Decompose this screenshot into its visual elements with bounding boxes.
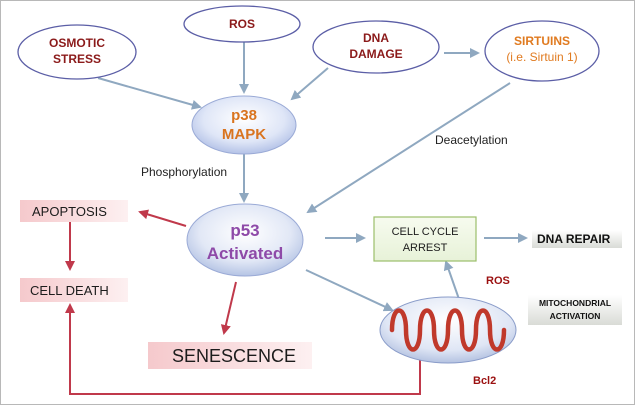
node-ros-top: ROS	[183, 5, 301, 43]
arrow-p53-to-senescence	[220, 281, 237, 335]
node-sirtuins: SIRTUINS (i.e. Sirtuin 1)	[484, 20, 600, 82]
cell-death-label: CELL DEATH	[30, 283, 109, 298]
node-p38-mapk: p38 MAPK	[191, 95, 297, 155]
cell-cycle-arrest-line-2: ARREST	[403, 242, 448, 254]
p38-line-2: MAPK	[222, 126, 266, 143]
p38-line-1: p38	[231, 107, 257, 124]
arrow-p53-to-mitochondria	[305, 269, 394, 312]
p53-line-2: Activated	[207, 244, 284, 263]
connectors	[65, 42, 528, 395]
mito-activation-line-2: ACTIVATION	[550, 311, 601, 321]
node-osmotic-stress: OSMOTIC STRESS	[17, 24, 137, 80]
arrow-mitochondria-to-cell-cycle-arrest	[443, 260, 461, 303]
arrow-dna-damage-to-p38	[290, 67, 329, 101]
osmotic-stress-line-1: OSMOTIC	[49, 36, 105, 50]
apoptosis-label: APOPTOSIS	[32, 204, 107, 219]
node-apoptosis: APOPTOSIS	[20, 200, 128, 222]
dna-damage-line-2: DAMAGE	[349, 47, 402, 61]
ros-top-label: ROS	[229, 17, 255, 31]
dna-repair-label: DNA REPAIR	[537, 232, 611, 246]
sirtuins-line-2: (i.e. Sirtuin 1)	[506, 50, 577, 64]
phosphorylation-label: Phosphorylation	[141, 165, 227, 179]
node-senescence: SENESCENCE	[148, 342, 312, 369]
senescence-label: SENESCENCE	[172, 346, 296, 366]
arrow-bcl2-to-cell-death	[65, 303, 421, 395]
arrow-osmotic-to-p38	[97, 77, 202, 110]
arrow-p53-to-apoptosis	[138, 209, 187, 227]
mito-activation-line-1: MITOCHONDRIAL	[539, 298, 611, 308]
osmotic-stress-line-2: STRESS	[53, 52, 101, 66]
bcl2-label: Bcl2	[473, 375, 496, 387]
cell-cycle-arrest-line-1: CELL CYCLE	[392, 226, 459, 238]
sirtuins-line-1: SIRTUINS	[514, 34, 570, 48]
node-p53-activated: p53 Activated	[186, 203, 304, 277]
node-dna-repair: DNA REPAIR	[532, 230, 622, 248]
ros-bottom-label: ROS	[486, 275, 510, 287]
arrow-sirtuins-to-p53	[306, 82, 511, 214]
p53-line-1: p53	[230, 221, 259, 240]
mitochondrion-cristae	[389, 308, 507, 352]
node-cell-death: CELL DEATH	[20, 278, 128, 302]
dna-damage-line-1: DNA	[363, 31, 389, 45]
node-cell-cycle-arrest: CELL CYCLE ARREST	[373, 216, 477, 262]
deacetylation-label: Deacetylation	[435, 133, 508, 147]
node-mitochondrial-activation: MITOCHONDRIAL ACTIVATION	[528, 295, 622, 325]
node-dna-damage: DNA DAMAGE	[312, 20, 440, 74]
mitochondrion-icon	[379, 296, 517, 364]
